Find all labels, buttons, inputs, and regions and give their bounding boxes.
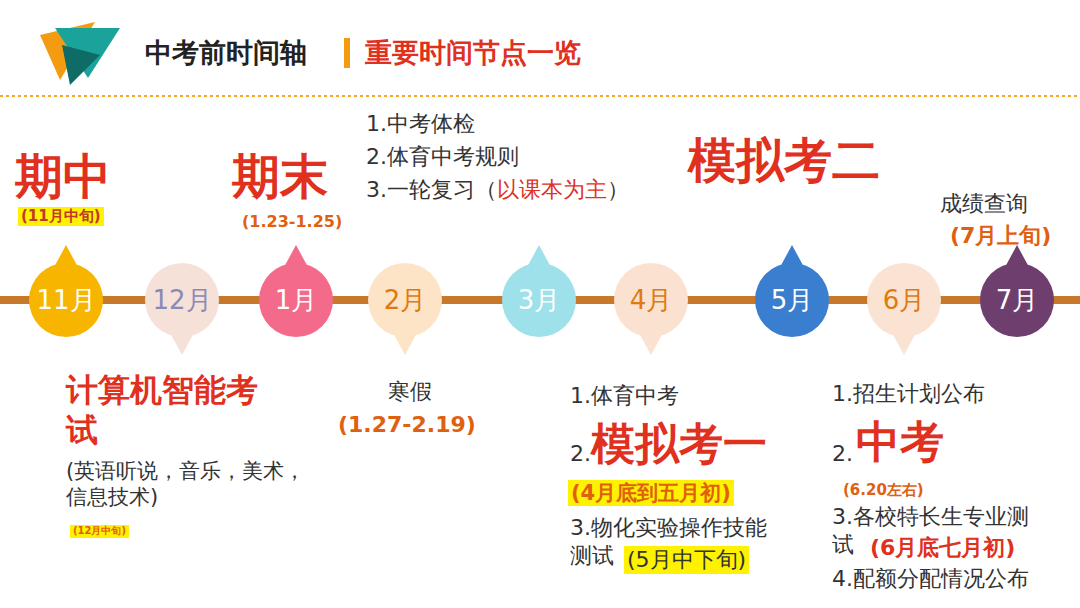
timeline-note: (英语听说，音乐，美术，信息技术) bbox=[66, 458, 316, 511]
month-label: 2月 bbox=[384, 287, 427, 313]
month-label: 11月 bbox=[36, 287, 95, 313]
timeline-note: 1.体育中考 bbox=[570, 382, 679, 410]
timeline-segment bbox=[217, 296, 261, 304]
pin-circle bbox=[614, 263, 688, 337]
month-label: 4月 bbox=[630, 287, 673, 313]
timeline-note: (1.27-2.19) bbox=[338, 411, 476, 439]
timeline-note: ） bbox=[607, 176, 629, 204]
timeline-note: 期中 bbox=[15, 146, 111, 206]
pin-circle bbox=[368, 263, 442, 337]
timeline-note: (6.20左右) bbox=[843, 481, 924, 500]
month-label: 6月 bbox=[883, 287, 926, 313]
timeline-note: (6月底七月初) bbox=[870, 534, 1015, 562]
month-pin: 6月 bbox=[867, 263, 941, 337]
timeline-segment bbox=[686, 296, 757, 304]
timeline-note: 模拟考一 bbox=[591, 416, 767, 471]
month-pin: 7月 bbox=[980, 263, 1054, 337]
month-pin: 2月 bbox=[368, 263, 442, 337]
month-pin: 11月 bbox=[29, 263, 103, 337]
month-label: 5月 bbox=[771, 287, 814, 313]
header-rule bbox=[0, 95, 1080, 97]
timeline-segment bbox=[440, 296, 504, 304]
month-label: 1月 bbox=[275, 287, 318, 313]
timeline-note: (4月底到五月初) bbox=[568, 480, 734, 506]
pin-circle bbox=[29, 263, 103, 337]
timeline-note: 4.配额分配情况公布 bbox=[832, 565, 1029, 593]
timeline-segment bbox=[574, 296, 616, 304]
pin-circle bbox=[755, 263, 829, 337]
timeline-note: 计算机智能考试 bbox=[66, 370, 286, 450]
timeline-note: (1.23-1.25) bbox=[242, 212, 342, 232]
month-pin: 1月 bbox=[259, 263, 333, 337]
month-pin: 12月 bbox=[145, 263, 219, 337]
pin-circle bbox=[980, 263, 1054, 337]
pin-circle bbox=[502, 263, 576, 337]
slide-title: 中考前时间轴 bbox=[145, 36, 307, 70]
text-row: 3.一轮复习（以课本为主） bbox=[366, 176, 629, 204]
slide-subtitle: 重要时间节点一览 bbox=[365, 36, 581, 70]
timeline-note: (7月上旬) bbox=[950, 222, 1051, 250]
timeline-segment bbox=[331, 296, 370, 304]
timeline-note: (11月中旬) bbox=[18, 207, 104, 226]
month-pin: 3月 bbox=[502, 263, 576, 337]
month-pin: 5月 bbox=[755, 263, 829, 337]
timeline-note: 期末 bbox=[232, 146, 328, 206]
timeline-note: 2.体育中考规则 bbox=[366, 143, 519, 171]
timeline-note: 成绩查询 bbox=[940, 190, 1028, 218]
month-label: 7月 bbox=[996, 287, 1039, 313]
pin-circle bbox=[867, 263, 941, 337]
title-divider bbox=[344, 38, 350, 68]
pin-circle bbox=[259, 263, 333, 337]
timeline-note: 1.招生计划公布 bbox=[832, 380, 985, 408]
timeline-segment bbox=[939, 296, 982, 304]
timeline-note: 模拟考二 bbox=[688, 130, 880, 190]
timeline-segment bbox=[101, 296, 147, 304]
month-pin: 4月 bbox=[614, 263, 688, 337]
timeline-note: (12月中旬) bbox=[70, 525, 129, 538]
month-label: 3月 bbox=[518, 287, 561, 313]
timeline-note: 寒假 bbox=[388, 378, 432, 406]
timeline-note: (5月中下旬) bbox=[624, 546, 749, 574]
timeline-note: 1.中考体检 bbox=[366, 110, 475, 138]
month-label: 12月 bbox=[152, 287, 211, 313]
timeline-note: 2. bbox=[832, 440, 853, 468]
timeline-segment bbox=[827, 296, 869, 304]
timeline-note: 3.一轮复习（ bbox=[366, 176, 497, 204]
timeline-note: 中考 bbox=[856, 414, 944, 469]
timeline-note: 以课本为主 bbox=[497, 176, 607, 204]
logo-triangle bbox=[62, 45, 100, 85]
timeline-note: 2. bbox=[570, 440, 591, 468]
pin-circle bbox=[145, 263, 219, 337]
